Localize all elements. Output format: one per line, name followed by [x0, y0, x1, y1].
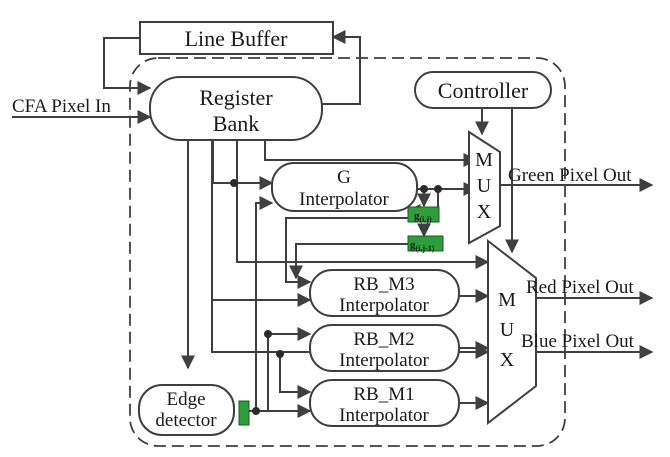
junctions	[230, 179, 442, 415]
rb-m3-label-line2: Interpolator	[339, 295, 429, 316]
rb-m3-label-line1: RB_M3	[353, 274, 414, 295]
junction-dot	[264, 330, 272, 338]
blue-output-label: Blue Pixel Out	[521, 331, 635, 352]
input-label: CFA Pixel In	[12, 96, 111, 117]
green-mux-letter-m: M	[475, 149, 493, 171]
junction-dot	[230, 179, 238, 187]
rb-m2-interpolator-block: RB_M2 Interpolator	[309, 324, 460, 372]
green-mux-letter-u: U	[477, 175, 492, 197]
red-output-label: Red Pixel Out	[526, 277, 634, 298]
rb-m1-label-line1: RB_M1	[353, 384, 414, 405]
register-g-ij1: g(i,j-1)	[407, 235, 444, 253]
junction-dot	[252, 407, 260, 415]
line-buffer-block: Line Buffer	[139, 21, 334, 55]
green-mux: M U X	[468, 130, 501, 245]
rgb-mux-letter-x: X	[500, 349, 515, 371]
edge-detector-label-line2: detector	[155, 410, 217, 431]
rgb-mux: M U X	[487, 238, 537, 426]
g-interpolator-label-line1: G	[337, 167, 351, 188]
rb-m2-label-line1: RB_M2	[353, 329, 414, 350]
controller-label: Controller	[438, 78, 529, 103]
edge-detector-block: Edge detector	[138, 384, 235, 436]
rb-m1-interpolator-block: RB_M1 Interpolator	[309, 379, 460, 427]
rgb-mux-letter-m: M	[498, 289, 516, 311]
junction-dot	[434, 185, 442, 193]
green-output-label: Green Pixel Out	[508, 165, 632, 186]
register-g-ij-label: g(i,j)	[414, 210, 432, 224]
g-interpolator-block: G Interpolator	[271, 162, 418, 212]
register-bank-label-line2: Bank	[213, 111, 259, 136]
rb-m2-label-line2: Interpolator	[339, 350, 429, 371]
junction-dot	[420, 185, 428, 193]
register-g-ij1-label: g(i,j-1)	[410, 239, 435, 253]
line-buffer-label: Line Buffer	[185, 26, 289, 51]
system-boundary	[129, 57, 566, 447]
edge-register	[238, 400, 250, 426]
rgb-mux-letter-u: U	[500, 319, 515, 341]
edge-detector-label-line1: Edge	[166, 389, 205, 410]
register-bank-block: Register Bank	[149, 76, 323, 141]
rb-m1-label-line2: Interpolator	[339, 405, 429, 426]
register-g-ij: g(i,j)	[407, 206, 440, 224]
g-interpolator-label-line2: Interpolator	[299, 189, 389, 210]
rb-m3-interpolator-block: RB_M3 Interpolator	[309, 269, 460, 317]
junction-dot	[276, 350, 284, 358]
controller-block: Controller	[414, 71, 552, 109]
register-bank-label-line1: Register	[199, 85, 273, 110]
green-mux-letter-x: X	[477, 201, 492, 223]
